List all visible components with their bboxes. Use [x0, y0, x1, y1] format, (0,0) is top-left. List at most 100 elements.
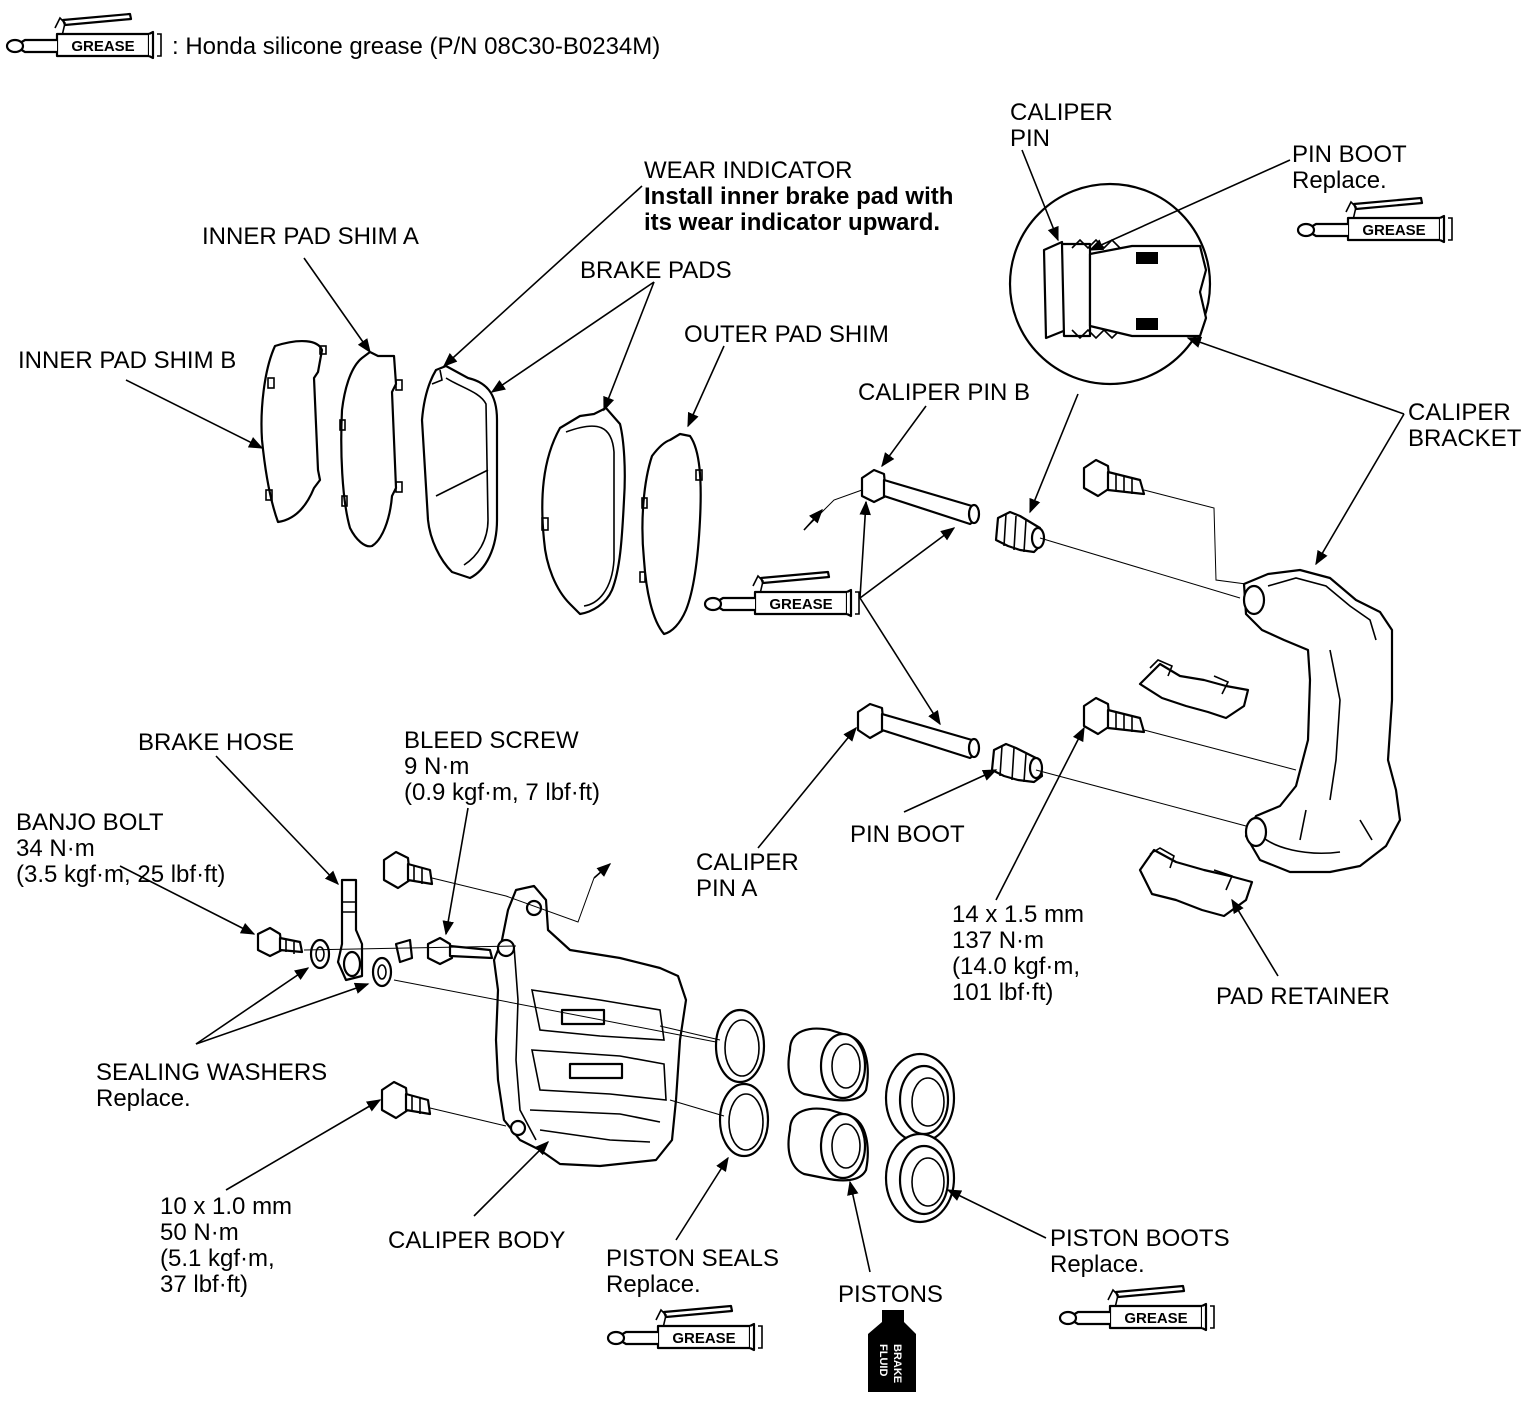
caliper-pin-a-part — [856, 702, 981, 760]
outer-pad-shim-label: OUTER PAD SHIM — [684, 321, 889, 348]
svg-text:CALIPER: CALIPER — [696, 849, 799, 876]
leader-lines — [119, 149, 1405, 1273]
caliper-body-part — [492, 884, 688, 1168]
piston-boot-lower-part — [884, 1132, 956, 1224]
svg-text:BRACKET: BRACKET — [1408, 425, 1522, 452]
inner-pad-shim-b-label: INNER PAD SHIM B — [18, 347, 236, 374]
svg-text:CALIPER: CALIPER — [1408, 399, 1511, 426]
caliper-bracket-part — [1242, 568, 1402, 874]
svg-text:PISTON BOOTS: PISTON BOOTS — [1050, 1225, 1230, 1252]
bleed-screw-part — [426, 936, 494, 966]
piston-seals-label: PISTON SEALS Replace. — [606, 1245, 779, 1298]
banjo-bolt-label: BANJO BOLT 34 N·m (3.5 kgf·m, 25 lbf·ft) — [16, 809, 225, 888]
inner-pad-shim-a-label: INNER PAD SHIM A — [202, 223, 419, 250]
bracket-bolt-torque-label: 14 x 1.5 mm 137 N·m (14.0 kgf·m, 101 lbf… — [952, 901, 1084, 1006]
caliper-pin-detail-view — [1008, 182, 1212, 386]
pistons-label: PISTONS — [838, 1281, 943, 1308]
svg-text:FLUID: FLUID — [877, 1344, 889, 1376]
piston-lower-part — [787, 1107, 869, 1182]
svg-text:PIN A: PIN A — [696, 875, 757, 902]
svg-text:PISTON SEALS: PISTON SEALS — [606, 1245, 779, 1272]
brake-hose-part — [336, 878, 364, 982]
piston-boots-label: PISTON BOOTS Replace. — [1050, 1225, 1230, 1278]
piston-seal-upper-part — [714, 1008, 766, 1084]
sealing-washers-label: SEALING WASHERS Replace. — [96, 1059, 327, 1112]
outer-brake-pad-part — [541, 406, 626, 616]
brake-fluid-bottle-icon: BRAKE FLUID — [868, 1310, 916, 1392]
svg-text:(3.5 kgf·m, 25 lbf·ft): (3.5 kgf·m, 25 lbf·ft) — [16, 861, 225, 888]
bracket-bolt-upper-part — [1082, 458, 1146, 498]
assembly-axis-lines — [303, 489, 1297, 1127]
svg-text:101 lbf·ft): 101 lbf·ft) — [952, 979, 1053, 1006]
sealing-washer-right-part — [371, 956, 393, 988]
svg-text:CALIPER: CALIPER — [1010, 99, 1113, 126]
piston-seal-lower-part — [718, 1082, 770, 1158]
svg-text:34 N·m: 34 N·m — [16, 835, 95, 862]
caliper-pin-b-label: CALIPER PIN B — [858, 379, 1030, 406]
svg-text:Install inner brake pad with: Install inner brake pad with — [644, 183, 953, 210]
caliper-bolt-lower-part — [380, 1080, 432, 1120]
piston-boot-upper-part — [884, 1052, 956, 1144]
svg-text:9 N·m: 9 N·m — [404, 753, 469, 780]
caliper-pin-b-part — [860, 468, 981, 526]
caliper-body-label: CALIPER BODY — [388, 1227, 565, 1254]
pin-boot-a-part — [990, 742, 1044, 784]
caliper-bracket-label: CALIPER BRACKET — [1408, 399, 1522, 452]
svg-text:BLEED SCREW: BLEED SCREW — [404, 727, 579, 754]
svg-text:SEALING WASHERS: SEALING WASHERS — [96, 1059, 327, 1086]
grease-tube-icon: GREASE — [703, 570, 861, 618]
svg-text:14 x 1.5 mm: 14 x 1.5 mm — [952, 901, 1084, 928]
inner-brake-pad-part — [420, 364, 499, 580]
banjo-bolt-part — [256, 926, 304, 958]
pin-boot-b-part — [994, 510, 1046, 554]
piston-upper-part — [787, 1027, 869, 1102]
legend: GREASE : Honda silicone grease (P/N 08C3… — [5, 12, 660, 60]
pad-retainer-upper-part — [1138, 659, 1250, 720]
svg-text:WEAR INDICATOR: WEAR INDICATOR — [644, 157, 852, 184]
grease-tube-icon: GREASE — [606, 1304, 764, 1352]
inner-pad-shim-a-part — [339, 350, 403, 548]
caliper-bolt-upper-part — [382, 850, 434, 890]
caliper-bolt-torque-label: 10 x 1.0 mm 50 N·m (5.1 kgf·m, 37 lbf·ft… — [160, 1193, 292, 1298]
svg-text:(5.1 kgf·m,: (5.1 kgf·m, — [160, 1245, 275, 1272]
grease-tube-icon: GREASE — [1296, 196, 1454, 244]
svg-text:its wear indicator upward.: its wear indicator upward. — [644, 209, 940, 236]
pin-boot-label: PIN BOOT — [850, 821, 965, 848]
bleed-screw-label: BLEED SCREW 9 N·m (0.9 kgf·m, 7 lbf·ft) — [404, 727, 600, 806]
svg-text:37 lbf·ft): 37 lbf·ft) — [160, 1271, 248, 1298]
svg-text:PIN BOOT: PIN BOOT — [1292, 141, 1407, 168]
bracket-bolt-lower-part — [1082, 696, 1146, 736]
svg-text:50 N·m: 50 N·m — [160, 1219, 239, 1246]
svg-text:PIN: PIN — [1010, 125, 1050, 152]
svg-text:BRAKE: BRAKE — [891, 1344, 903, 1383]
svg-text:Replace.: Replace. — [96, 1085, 191, 1112]
legend-text: : Honda silicone grease (P/N 08C30-B0234… — [172, 33, 660, 60]
svg-text:Replace.: Replace. — [1292, 167, 1387, 194]
svg-text:BANJO BOLT: BANJO BOLT — [16, 809, 164, 836]
outer-pad-shim-part — [639, 432, 703, 636]
svg-text:(14.0 kgf·m,: (14.0 kgf·m, — [952, 953, 1080, 980]
svg-text:10 x 1.0 mm: 10 x 1.0 mm — [160, 1193, 292, 1220]
pad-retainer-label: PAD RETAINER — [1216, 983, 1390, 1010]
svg-text:GREASE: GREASE — [1124, 1310, 1187, 1327]
inner-pad-shim-b-part — [260, 340, 327, 524]
caliper-pin-label: CALIPER PIN — [1010, 99, 1113, 152]
svg-text:Replace.: Replace. — [1050, 1251, 1145, 1278]
svg-text:GREASE: GREASE — [1362, 222, 1425, 239]
grease-tube-icon: GREASE — [1058, 1284, 1216, 1332]
svg-text:(0.9 kgf·m, 7 lbf·ft): (0.9 kgf·m, 7 lbf·ft) — [404, 779, 600, 806]
svg-text:Replace.: Replace. — [606, 1271, 701, 1298]
caliper-pin-a-label: CALIPER PIN A — [696, 849, 799, 902]
sealing-washer-left-part — [309, 938, 331, 970]
svg-text:137 N·m: 137 N·m — [952, 927, 1044, 954]
brake-hose-label: BRAKE HOSE — [138, 729, 294, 756]
brake-pads-label: BRAKE PADS — [580, 257, 732, 284]
svg-text:GREASE: GREASE — [672, 1330, 735, 1347]
pad-retainer-lower-part — [1138, 847, 1254, 918]
svg-text:GREASE: GREASE — [769, 596, 832, 613]
grease-tube-icon: GREASE — [5, 12, 163, 60]
svg-text:GREASE: GREASE — [71, 38, 134, 55]
bleed-cap-part — [394, 938, 414, 964]
pin-boot-replace-label: PIN BOOT Replace. — [1292, 141, 1407, 194]
wear-indicator-label: WEAR INDICATOR Install inner brake pad w… — [644, 157, 953, 236]
